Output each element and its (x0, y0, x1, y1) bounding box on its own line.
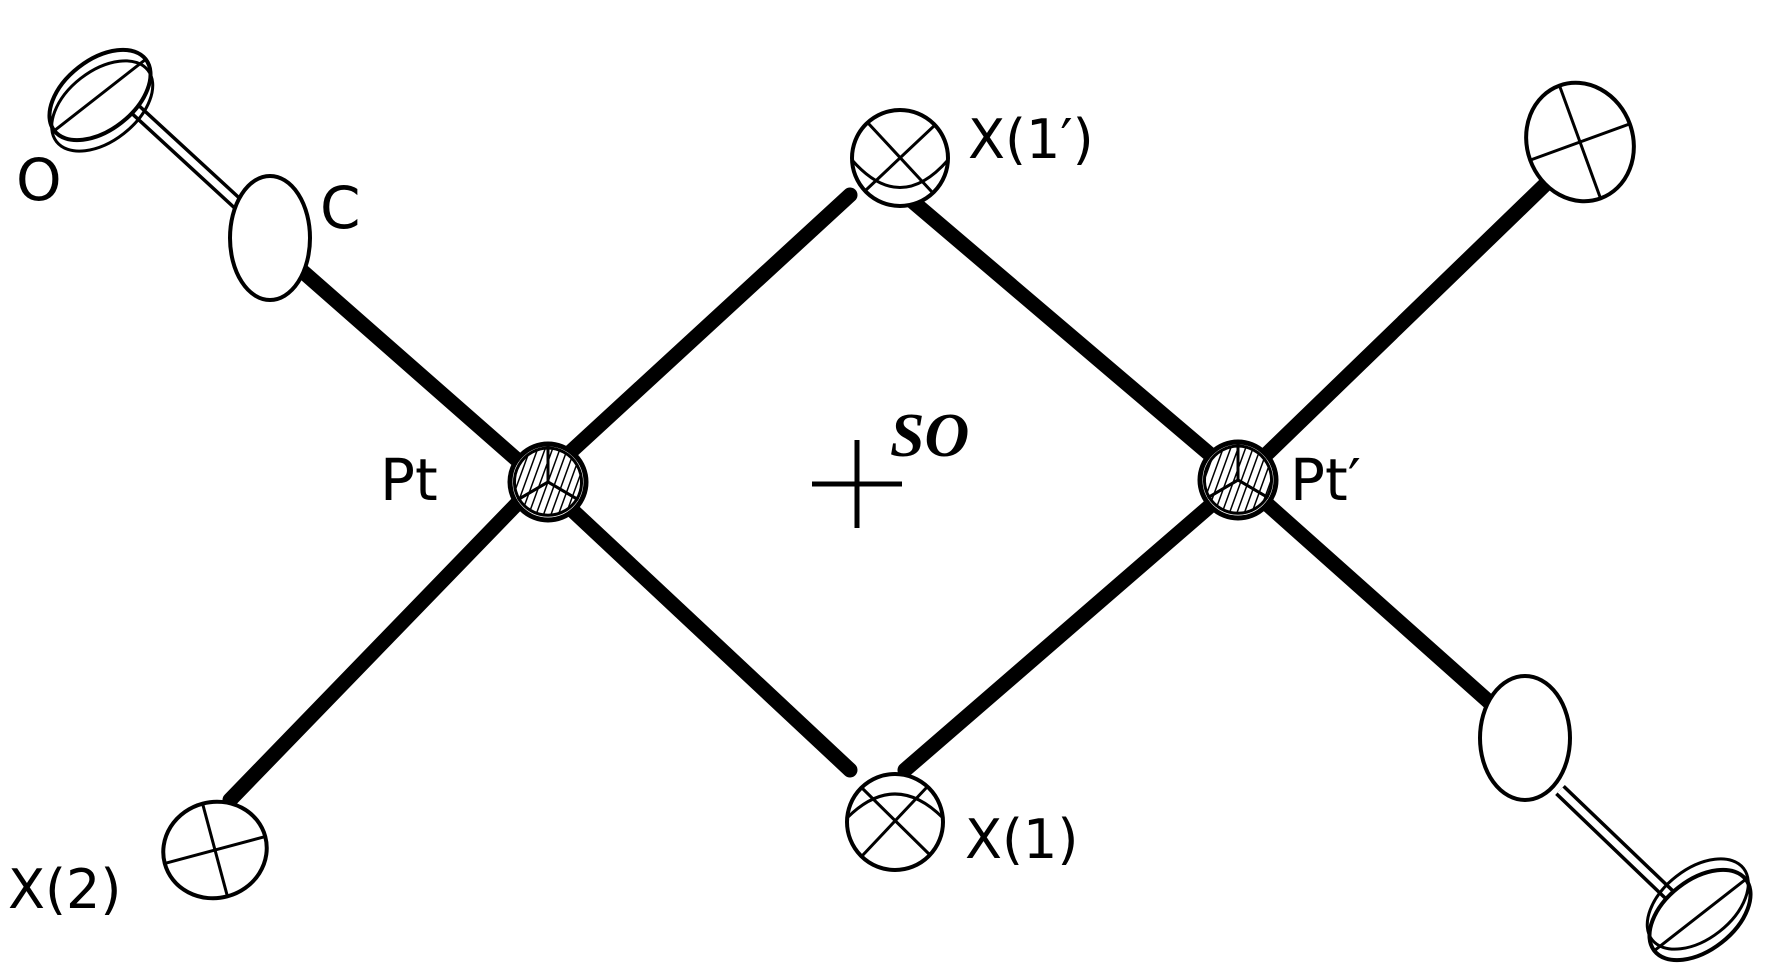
bond-ptprime-upper (1232, 167, 1563, 488)
label-x1: X(1) (965, 808, 1078, 871)
bond-x1-ptprime (897, 472, 1248, 778)
bond-pt-c (285, 255, 548, 488)
halide-atom-upper-right (1524, 80, 1636, 204)
symmetry-origin-cross-icon (812, 440, 902, 528)
label-pt-prime: Pt′ (1290, 446, 1361, 514)
bond-pt-x1prime (532, 187, 858, 488)
x2-atom (161, 799, 269, 901)
label-symmetry-origin: SO (890, 402, 969, 470)
carbon-atom-left (228, 174, 312, 302)
label-carbon-left: C (320, 174, 361, 242)
bonds (222, 167, 1563, 808)
label-x2: X(2) (8, 858, 121, 921)
label-pt: Pt (380, 446, 438, 514)
carbonyl-bond-left (120, 94, 255, 221)
oxygen-atom-right (1645, 857, 1753, 963)
pt-atom (507, 441, 589, 523)
x1-atom (845, 772, 945, 872)
bond-x1prime-ptprime (897, 187, 1248, 488)
label-oxygen-left: O (16, 146, 62, 214)
bond-pt-x2 (222, 472, 548, 808)
label-x1-prime: X(1′) (968, 108, 1094, 171)
carbon-atom-right (1478, 674, 1572, 802)
pt-prime-atom (1197, 439, 1279, 521)
x1-prime-atom (850, 108, 950, 208)
bond-ptprime-lower (1232, 472, 1523, 733)
oxygen-atom-left (47, 47, 155, 153)
carbonyl-bond-right (1555, 784, 1685, 911)
bond-pt-x1 (532, 472, 858, 778)
